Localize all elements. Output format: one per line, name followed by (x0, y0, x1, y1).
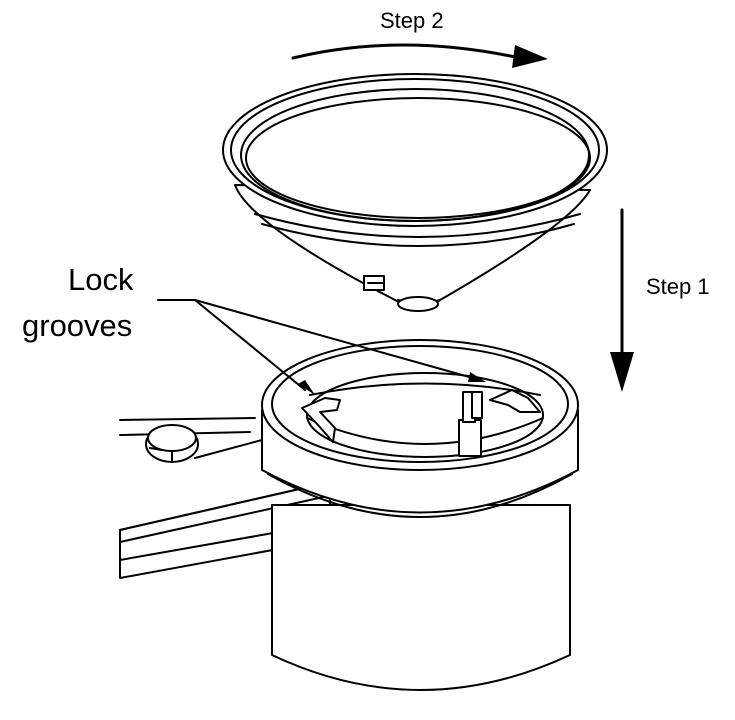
lock-grooves-label-line1: Lock (68, 262, 134, 297)
step2-rotation-arrow (291, 43, 548, 68)
step2-label: Step 2 (380, 8, 444, 33)
lock-grooves-label-line2: grooves (22, 308, 133, 343)
funnel-rim (222, 73, 608, 227)
step1-label: Step 1 (646, 274, 710, 299)
gauge-bucket-base (261, 339, 579, 691)
step1-down-arrow (610, 208, 634, 392)
mounting-screw-cap (145, 424, 199, 463)
lock-grooves-leader-lines (157, 299, 486, 395)
